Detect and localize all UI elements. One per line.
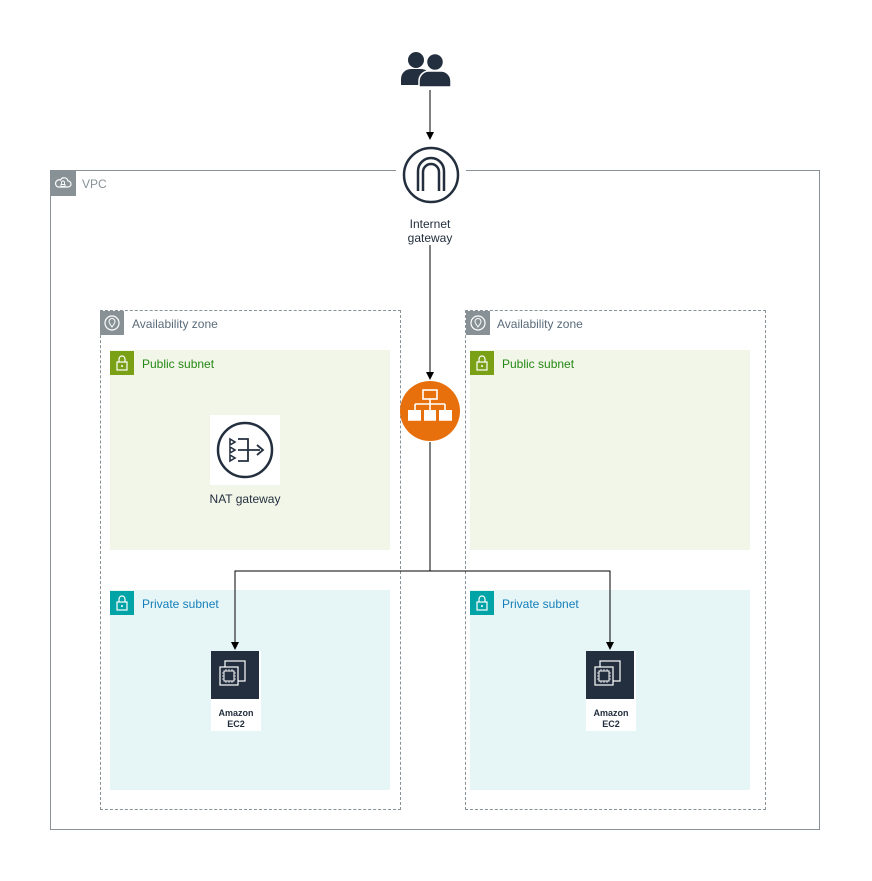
users-icon	[401, 52, 452, 88]
location-pin-icon	[466, 311, 490, 335]
private-subnet-label: Private subnet	[502, 597, 579, 611]
nat-gateway-label: NAT gateway	[209, 492, 281, 506]
internet-gateway-label: Internet gateway	[380, 217, 480, 245]
ec2-label-line2: EC2	[227, 719, 245, 729]
lock-icon	[470, 591, 494, 615]
lock-icon	[470, 351, 494, 375]
location-pin-icon	[100, 311, 124, 335]
public-subnet-label: Public subnet	[502, 357, 575, 371]
nat-gateway	[210, 415, 280, 485]
private-subnet-label: Private subnet	[142, 597, 219, 611]
nat-gateway-icon	[216, 421, 274, 479]
ec2-instance-left: Amazon EC2	[211, 651, 261, 731]
vpc-label: VPC	[82, 177, 107, 191]
load-balancer-icon	[400, 381, 460, 441]
availability-zone-label: Availability zone	[132, 317, 218, 331]
public-subnet-label: Public subnet	[142, 357, 215, 371]
lock-icon	[110, 351, 134, 375]
ec2-label-line1: Amazon	[593, 708, 629, 718]
internet-gateway-label-line2: gateway	[407, 231, 453, 245]
availability-zone-right	[465, 310, 766, 810]
cloud-icon	[50, 170, 76, 196]
ec2-icon	[211, 651, 259, 699]
public-subnet-right	[470, 350, 750, 550]
availability-zone-left	[100, 310, 401, 810]
internet-gateway-icon	[402, 146, 460, 204]
arrow-load-balancer-to-ec2-right	[430, 570, 614, 650]
lock-icon	[110, 591, 134, 615]
ec2-instance-right: Amazon EC2	[586, 651, 636, 731]
arrow-load-balancer-to-ec2-left	[231, 442, 431, 650]
ec2-icon	[586, 651, 634, 699]
ec2-label-line1: Amazon	[218, 708, 254, 718]
internet-gateway-label-line1: Internet	[409, 217, 451, 231]
ec2-label-line2: EC2	[602, 719, 620, 729]
availability-zone-label: Availability zone	[497, 317, 583, 331]
